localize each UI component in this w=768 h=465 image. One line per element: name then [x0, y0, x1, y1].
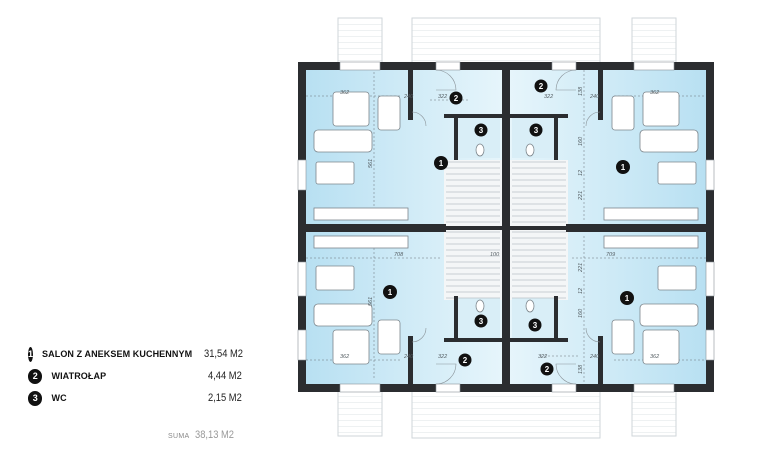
staircases: [446, 161, 566, 299]
dim-text: 322: [538, 354, 547, 360]
svg-text:1: 1: [625, 294, 630, 303]
dim-text: 240: [589, 94, 600, 100]
svg-text:2: 2: [545, 365, 550, 374]
room-marker-2: 2: [458, 353, 472, 367]
dim-text: 12: [578, 170, 584, 176]
dim-text: 138: [578, 86, 584, 96]
total-area: SUMA 38,13 M2: [168, 429, 241, 441]
room-marker-1: 1: [383, 285, 397, 299]
room-marker-2: 2: [540, 362, 554, 376]
walls: [298, 62, 714, 392]
dim-text: 709: [606, 252, 615, 258]
legend-row: 2 WIATROŁAP 4,44 M2: [28, 365, 248, 387]
dim-text: 240: [403, 94, 414, 100]
room-marker-2: 2: [534, 79, 548, 93]
svg-text:2: 2: [463, 356, 468, 365]
room-marker-3: 3: [528, 318, 542, 332]
room-markers: 1 1 1 1 2 2 2 2 3 3 3 3: [383, 79, 634, 376]
legend-number: 2: [28, 368, 43, 384]
dim-text: 160: [578, 136, 584, 146]
room-marker-2: 2: [449, 91, 463, 105]
dim-text: 160: [578, 308, 584, 318]
dim-text: 322: [544, 94, 553, 100]
dim-text: 221: [578, 191, 584, 201]
svg-text:1: 1: [621, 163, 626, 172]
dim-text: 100: [490, 252, 500, 258]
dim-text: 12: [578, 288, 584, 294]
room-marker-3: 3: [474, 314, 488, 328]
svg-text:1: 1: [388, 288, 393, 297]
dimension-texts: 362 362 362 362 322 322 322 322 708 709 …: [340, 86, 659, 374]
legend-room-name: SALON Z ANEKSEM KUCHENNYM: [42, 349, 193, 359]
dim-text: 362: [340, 354, 349, 360]
room-marker-1: 1: [616, 160, 630, 174]
dim-text: 561: [368, 159, 374, 168]
dim-text: 322: [438, 354, 447, 360]
total-label: SUMA: [168, 433, 190, 440]
dim-text: 240: [403, 354, 414, 360]
legend-room-area: 2,15 M2: [208, 392, 243, 404]
legend-number: 3: [28, 390, 43, 406]
dim-text: 708: [394, 252, 404, 258]
svg-text:2: 2: [454, 94, 459, 103]
dim-text: 322: [438, 94, 447, 100]
legend-room-name: WIATROŁAP: [51, 371, 107, 381]
legend-number: 1: [28, 346, 34, 362]
room-marker-3: 3: [529, 123, 543, 137]
room-marker-3: 3: [474, 123, 488, 137]
room-marker-1: 1: [620, 291, 634, 305]
windows: [297, 61, 715, 393]
dim-text: 362: [340, 90, 349, 96]
room-legend: 1 SALON Z ANEKSEM KUCHENNYM 31,54 M2 2 W…: [28, 343, 248, 409]
legend-room-area: 4,44 M2: [208, 370, 243, 382]
legend-row: 1 SALON Z ANEKSEM KUCHENNYM 31,54 M2: [28, 343, 248, 365]
dim-text: 561: [368, 297, 374, 306]
legend-row: 3 WC 2,15 M2: [28, 387, 248, 409]
svg-text:2: 2: [539, 82, 544, 91]
dim-text: 221: [578, 263, 584, 273]
svg-text:3: 3: [534, 126, 539, 135]
dimension-lines: [306, 70, 706, 382]
dim-text: 362: [650, 354, 659, 360]
doors: [411, 69, 601, 385]
total-value: 38,13 M2: [195, 429, 235, 441]
svg-text:1: 1: [439, 159, 444, 168]
dim-text: 138: [578, 364, 584, 374]
svg-text:3: 3: [479, 317, 484, 326]
dim-text: 362: [650, 90, 659, 96]
furniture: [313, 91, 699, 365]
legend-room-name: WC: [51, 393, 67, 403]
svg-text:3: 3: [533, 321, 538, 330]
legend-room-area: 31,54 M2: [204, 348, 244, 360]
room-marker-1: 1: [434, 156, 448, 170]
terraces: [337, 17, 677, 439]
svg-text:3: 3: [479, 126, 484, 135]
dim-text: 240: [589, 354, 600, 360]
